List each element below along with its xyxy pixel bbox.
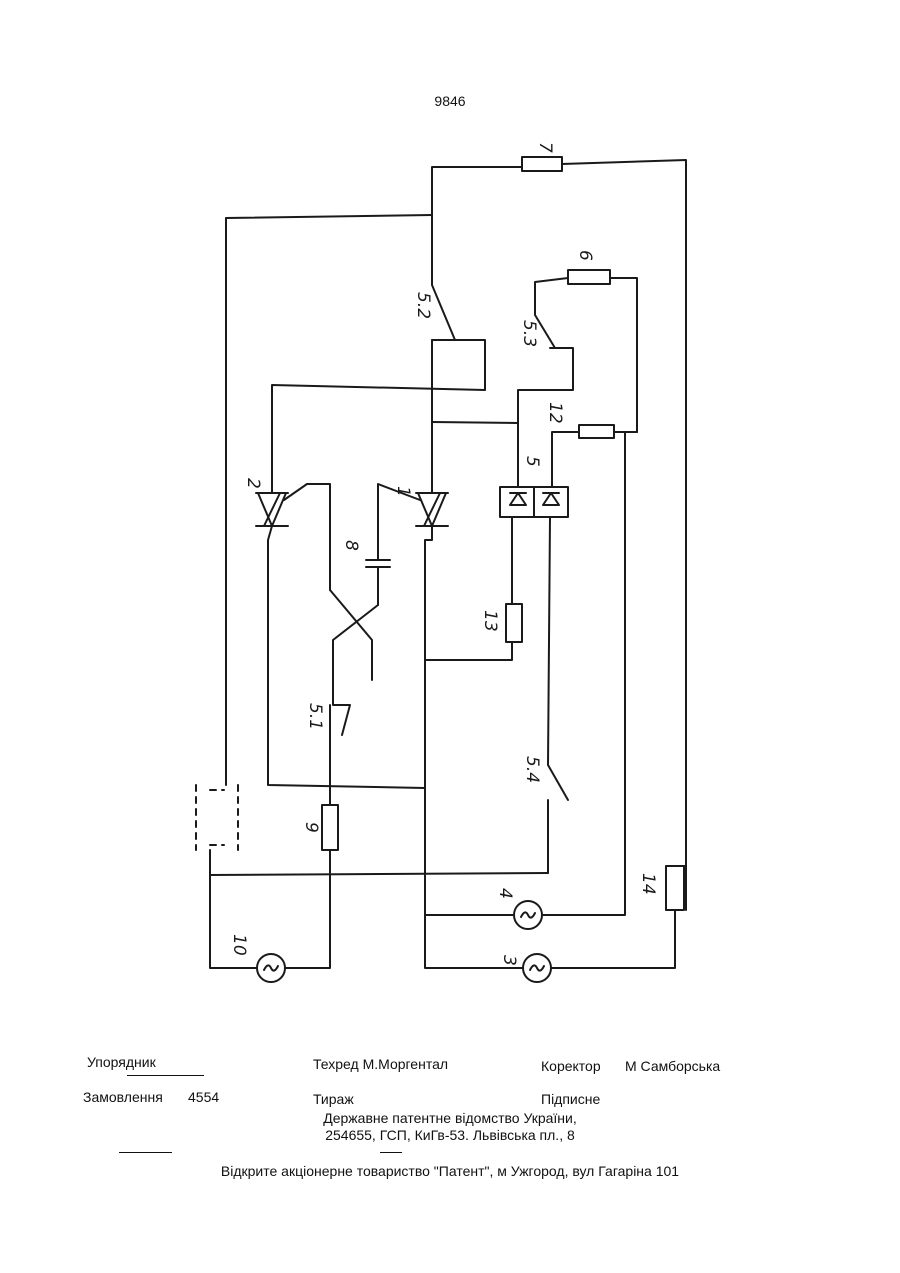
triac-1 <box>416 493 448 526</box>
label-5-4: 5.4 <box>522 756 542 783</box>
label-5-3: 5.3 <box>519 320 539 347</box>
office-line-1: Державне патентне відомство України, <box>0 1110 900 1127</box>
label-2: 2 <box>243 478 263 489</box>
circulation-label: Тираж <box>313 1091 354 1107</box>
label-1: 1 <box>393 486 413 497</box>
techred: Техред М.Моргентал <box>313 1056 448 1072</box>
corrector-label: Коректор <box>541 1058 601 1074</box>
printer-line: Відкрите акціонерне товариство "Патент",… <box>0 1163 900 1180</box>
label-8: 8 <box>341 540 361 551</box>
switch-5-2 <box>432 250 455 340</box>
triac-2 <box>256 493 288 526</box>
label-4: 4 <box>495 888 515 899</box>
label-13: 13 <box>480 610 500 632</box>
label-7: 7 <box>535 142 555 153</box>
capacitor-8 <box>366 550 390 605</box>
office-line-2: 254655, ГСП, КиГв-53. Львівська пл., 8 <box>0 1127 900 1144</box>
compiler-label: Упорядник <box>87 1054 156 1070</box>
resistor-13 <box>506 604 522 642</box>
label-9: 9 <box>301 822 321 833</box>
subscription: Підписне <box>541 1091 600 1107</box>
switch-5-4 <box>548 517 568 873</box>
label-5-1: 5.1 <box>305 703 325 730</box>
corrector-name: М Самборська <box>625 1058 720 1074</box>
label-5: 5 <box>522 456 542 467</box>
resistor-7 <box>522 157 562 171</box>
compiler-underline <box>127 1075 204 1076</box>
order-label: Замовлення <box>83 1089 163 1105</box>
order-number: 4554 <box>188 1089 219 1105</box>
resistor-12 <box>579 425 614 438</box>
diode-5a <box>500 487 534 517</box>
label-14: 14 <box>638 873 658 895</box>
label-12: 12 <box>545 402 565 424</box>
divider-right <box>380 1152 402 1153</box>
label-5-2: 5.2 <box>413 292 433 319</box>
divider-left <box>119 1152 172 1153</box>
label-10: 10 <box>229 934 249 956</box>
resistor-14 <box>666 866 684 910</box>
external-switch <box>196 785 238 850</box>
resistor-9 <box>322 805 338 850</box>
diode-5b <box>534 487 568 517</box>
label-6: 6 <box>575 250 595 261</box>
label-3: 3 <box>499 955 519 966</box>
resistor-6 <box>568 270 610 284</box>
switch-5-1 <box>330 690 350 805</box>
